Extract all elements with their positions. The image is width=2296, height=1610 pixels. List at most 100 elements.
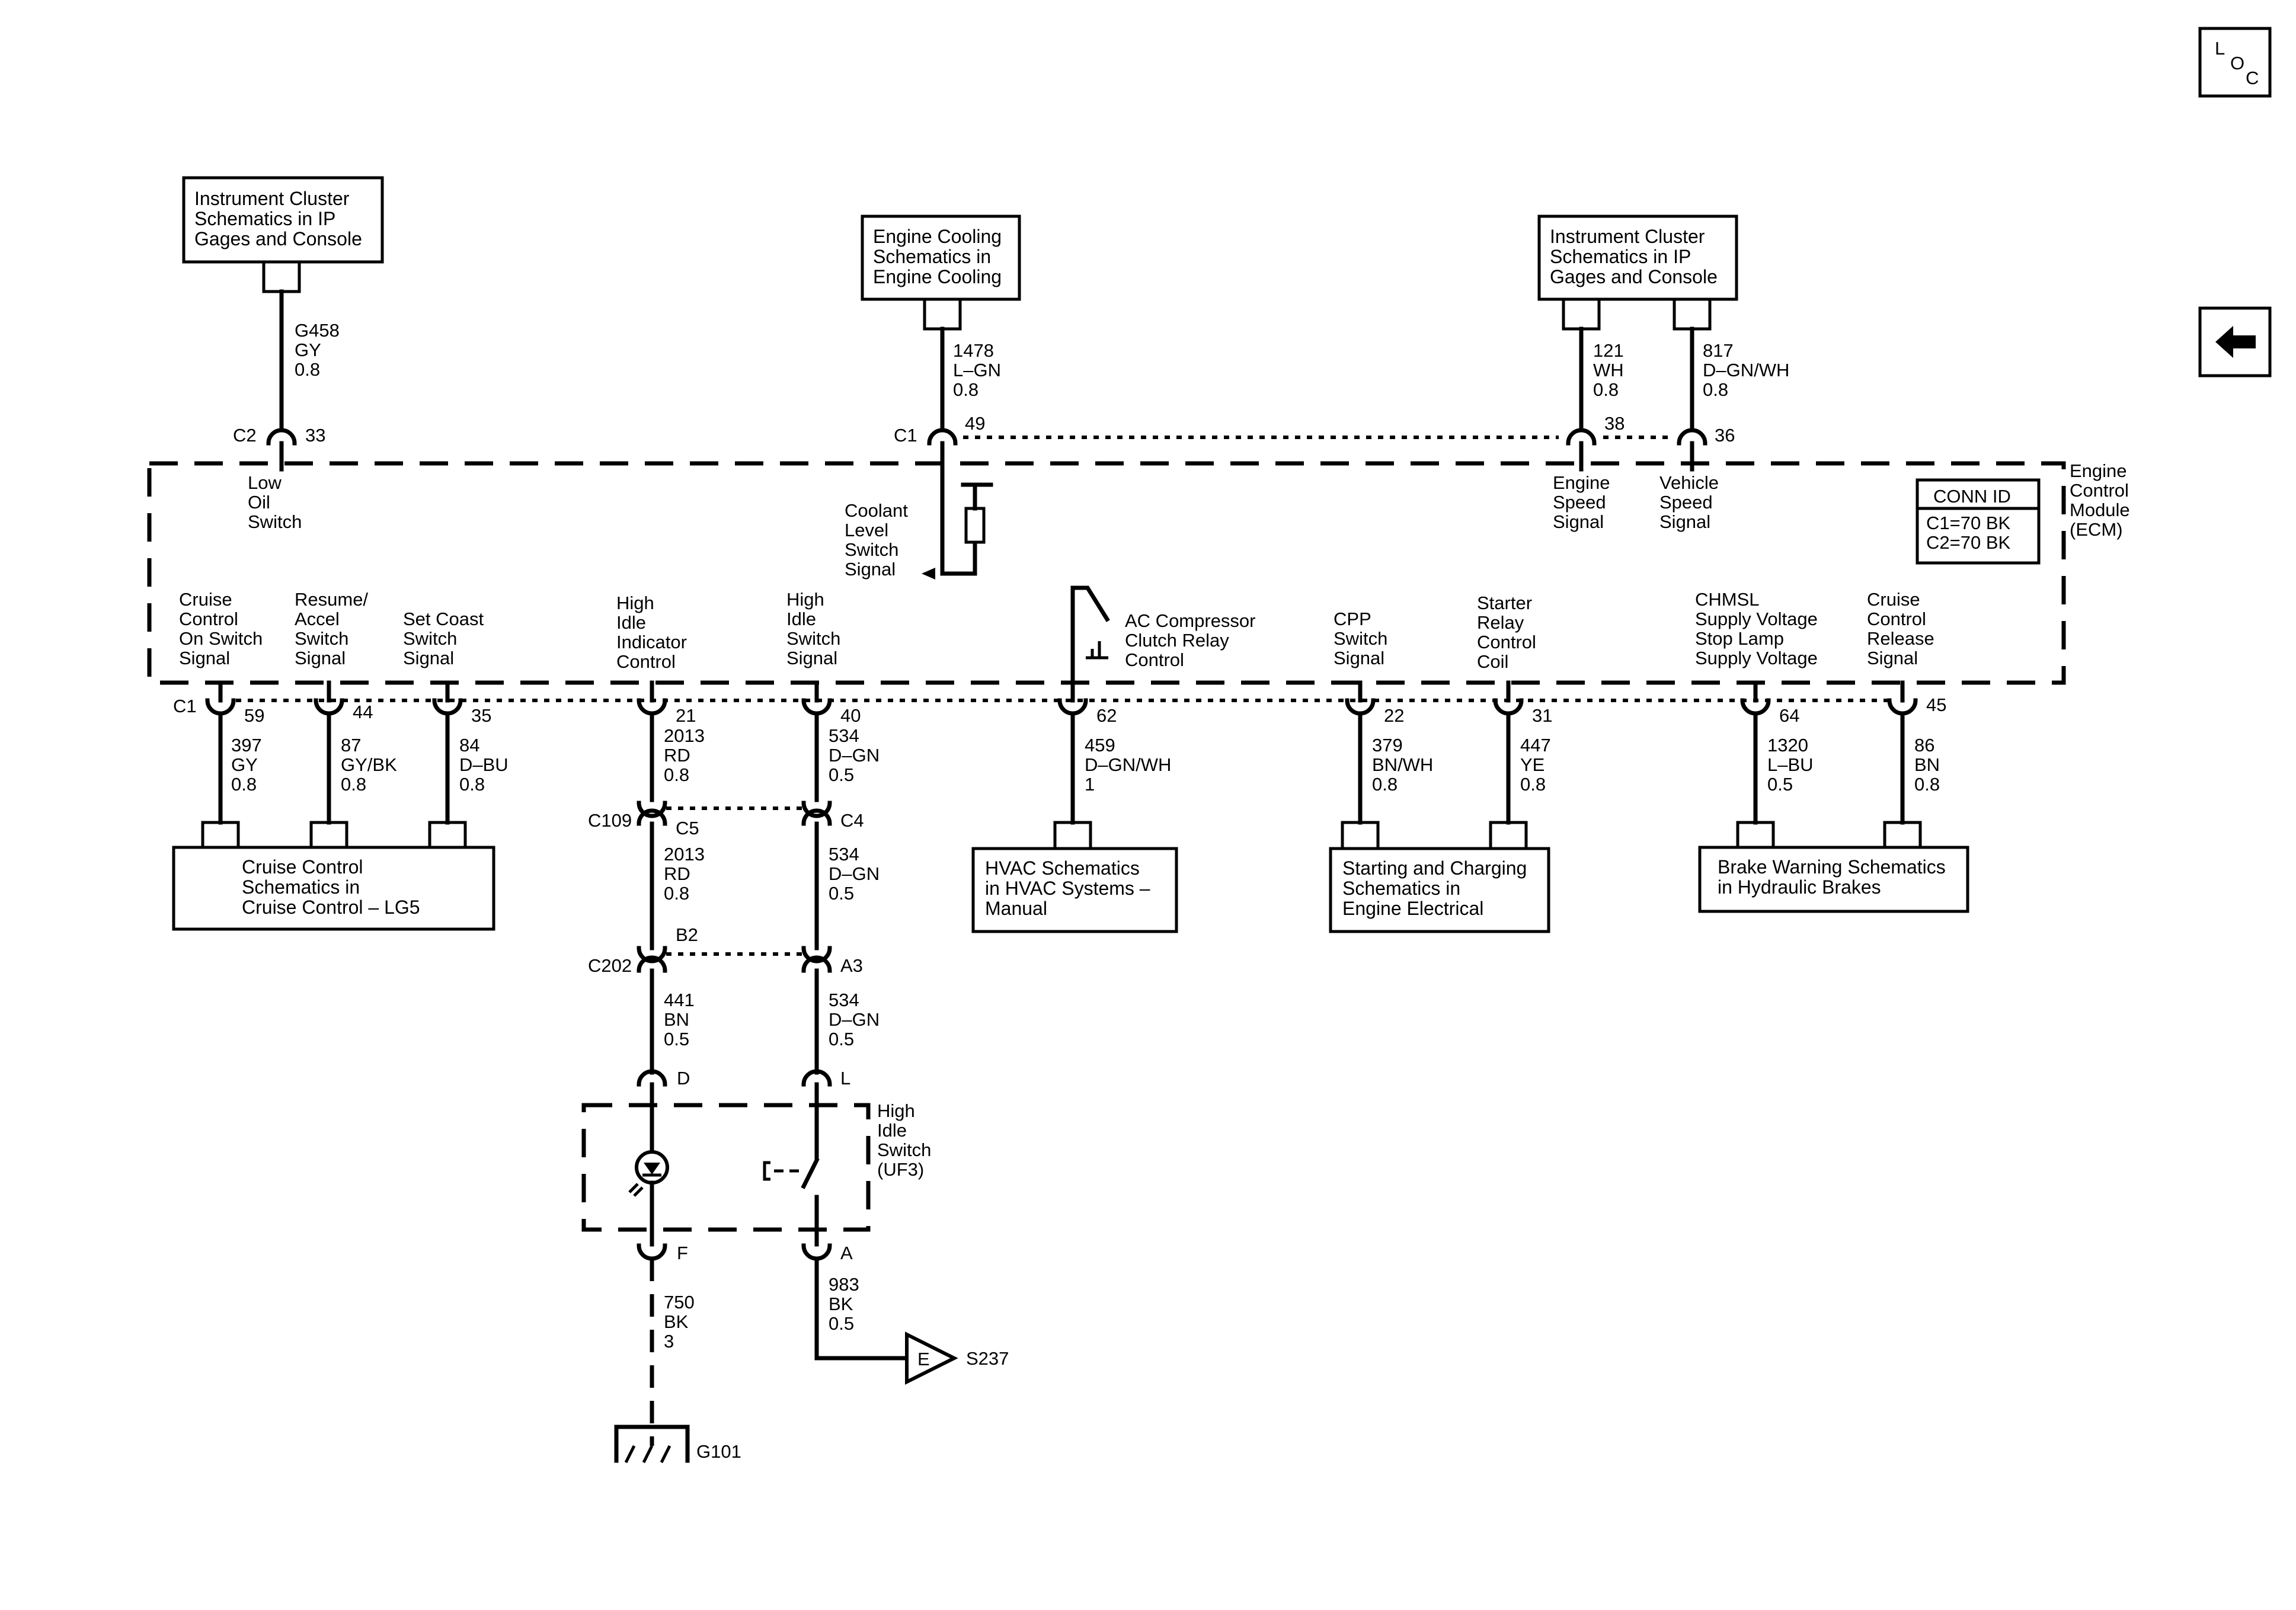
wire-label-379: 379 BN/WH 0.8	[1372, 735, 1433, 795]
pin-label: 64	[1779, 705, 1799, 726]
wire-label-line: 3	[664, 1331, 674, 1352]
internal-label-line: Signal	[845, 559, 896, 580]
box-line: Cruise Control – LG5	[242, 897, 420, 918]
wire-label-line: 0.5	[829, 1029, 854, 1049]
box-line: Gages and Console	[1550, 266, 1718, 287]
box-line: Instrument Cluster	[194, 188, 350, 209]
box-line: Engine Cooling	[873, 266, 1002, 287]
pin-a3-label: A3	[840, 955, 863, 976]
wire-label-line: BN	[664, 1009, 689, 1030]
wire-label-line: 87	[341, 735, 361, 756]
internal-label-line: Cruise	[179, 589, 232, 610]
ground-g101: G101	[614, 1425, 741, 1464]
loc-button[interactable]: L O C	[2198, 27, 2272, 98]
wire-label-line: 121	[1593, 340, 1624, 361]
coolant-level-switch-circuit	[922, 461, 993, 580]
splice-letter: E	[917, 1349, 930, 1369]
wire-label-line: 534	[829, 725, 859, 746]
label-chmsl: CHMSL Supply Voltage Stop Lamp Supply Vo…	[1695, 589, 1818, 668]
wire-label-line: G458	[295, 320, 340, 341]
pin-49-label: 49	[965, 413, 985, 434]
wire-label-line: 84	[459, 735, 479, 756]
internal-label-line: Release	[1867, 628, 1934, 649]
internal-label-line: Level	[845, 520, 888, 540]
wire-label-line: 0.8	[1372, 774, 1398, 795]
high-idle-switch-outline	[581, 1103, 871, 1232]
splice-s237: E S237	[905, 1331, 1009, 1385]
wire-label-line: 0.8	[295, 359, 320, 380]
wire-label-line: RD	[664, 745, 690, 766]
wire-label-line: 0.5	[829, 1313, 854, 1334]
splice-name: S237	[966, 1348, 1009, 1369]
internal-label-line: High	[786, 589, 824, 610]
wire-label-line: D–GN	[829, 1009, 880, 1030]
internal-label-line: Switch	[403, 628, 457, 649]
internal-label-line: Switch	[248, 511, 302, 532]
internal-label-line: Control	[616, 651, 676, 672]
wire-label-line: 0.8	[1593, 379, 1619, 400]
ground-symbol-icon	[614, 1425, 690, 1463]
top-connector-pins	[266, 428, 1707, 466]
internal-label-line: Control	[1125, 649, 1184, 670]
wire-label-121: 121 WH 0.8	[1593, 340, 1624, 400]
wire-label-1478: 1478 L–GN 0.8	[953, 340, 1001, 400]
resistor-icon	[964, 507, 986, 544]
internal-label-line: CHMSL	[1695, 589, 1760, 610]
internal-label-line: Signal	[1867, 648, 1918, 668]
wire-label-line: D–GN	[829, 863, 880, 884]
wire-label-line: RD	[664, 863, 690, 884]
box-line: Engine Electrical	[1342, 898, 1483, 919]
wire-label-line: 1478	[953, 340, 994, 361]
wire-label-line: 1320	[1767, 735, 1808, 756]
internal-label-line: On Switch	[179, 628, 263, 649]
box-line: Instrument Cluster	[1550, 226, 1705, 247]
ecm-label-line: Control	[2070, 480, 2129, 501]
internal-label-line: Signal	[295, 648, 346, 668]
wire-label-84: 84 D–BU 0.8	[459, 735, 509, 795]
wire-label-line: 0.5	[829, 764, 854, 785]
wire-label-534-lower: 534 D–GN 0.5	[829, 990, 880, 1049]
wire-label-534-upper: 534 D–GN 0.5	[829, 725, 880, 785]
pin-label: 22	[1384, 705, 1404, 726]
internal-label-line: Idle	[786, 609, 816, 629]
wire-label-line: 2013	[664, 844, 705, 865]
led-icon	[628, 1150, 669, 1247]
instrument-cluster-box-left: Instrument Cluster Schematics in IP Gage…	[182, 176, 384, 264]
label-coolant-level: Coolant Level Switch Signal	[845, 500, 908, 580]
bottom-wires	[201, 711, 1922, 849]
switch-label-line: Switch	[877, 1140, 931, 1160]
wire-label-line: 0.8	[953, 379, 978, 400]
connector-c2-label: C2	[233, 425, 257, 446]
wire-label-line: D–GN	[829, 745, 880, 766]
conn-id-title: CONN ID	[1933, 486, 2011, 507]
internal-label-line: Speed	[1659, 492, 1713, 513]
loc-letter-c: C	[2246, 68, 2259, 88]
wire-label-line: 379	[1372, 735, 1403, 756]
bottom-connector-pins	[205, 680, 1918, 716]
internal-label-line: Accel	[295, 609, 340, 629]
pin-label: 62	[1096, 705, 1117, 726]
box-line: Schematics in	[242, 876, 360, 898]
box-line: Schematics in	[873, 246, 991, 267]
wire-label-line: 983	[829, 1274, 859, 1295]
wire-label-line: 0.8	[664, 764, 689, 785]
connector-c202-label: C202	[588, 955, 632, 976]
wire-label-line: 0.5	[829, 883, 854, 904]
internal-label-line: Starter	[1477, 593, 1532, 613]
box-line: Brake Warning Schematics	[1718, 856, 1946, 878]
wire-label-line: BK	[664, 1311, 689, 1332]
starting-charging-box: Starting and Charging Schematics in Engi…	[1329, 847, 1550, 933]
conn-id-line: C1=70 BK	[1926, 513, 2011, 533]
pin-label: 40	[840, 705, 861, 726]
wire-label-line: 0.8	[459, 774, 485, 795]
label-set-coast: Set Coast Switch Signal	[403, 609, 484, 668]
back-button[interactable]	[2198, 306, 2272, 377]
label-high-idle-switch-signal: High Idle Switch Signal	[786, 589, 840, 668]
label-low-oil-switch: Low Oil Switch	[248, 472, 302, 532]
internal-label-line: Switch	[845, 539, 898, 560]
internal-label-line: AC Compressor	[1125, 610, 1256, 631]
wire-label-line: D–GN/WH	[1703, 360, 1789, 380]
high-idle-switch-label: High Idle Switch (UF3)	[877, 1100, 931, 1180]
instrument-cluster-box-right: Instrument Cluster Schematics in IP Gage…	[1537, 215, 1738, 301]
box-line: Manual	[985, 898, 1047, 919]
